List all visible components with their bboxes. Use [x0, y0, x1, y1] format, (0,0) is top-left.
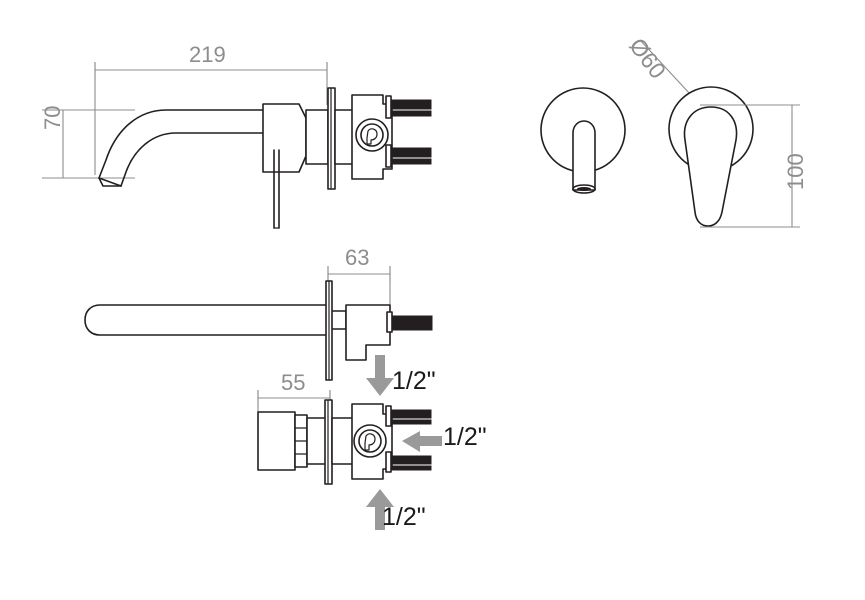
connection-label-right: 1/2" — [443, 423, 487, 451]
dimension-100 — [700, 104, 800, 228]
dimension-70 — [42, 109, 135, 179]
valve-port-block — [351, 94, 393, 180]
view-spout-top — [84, 266, 433, 381]
dimension-219 — [94, 62, 328, 175]
callout-arrow-bottom — [366, 489, 394, 530]
view-side-elevation — [42, 62, 432, 229]
callout-arrow-right — [402, 431, 442, 452]
dimension-label-100: 100 — [783, 153, 808, 190]
view-front-handle — [639, 39, 800, 228]
dimension-label-55: 55 — [281, 370, 306, 395]
view-valve-detail — [257, 355, 442, 530]
connection-label-bottom: 1/2" — [382, 503, 426, 531]
dimension-label-219: 219 — [189, 42, 226, 67]
thread-connections-side — [385, 95, 432, 168]
cartridge-housing — [262, 103, 307, 229]
connection-label-top: 1/2" — [392, 367, 436, 395]
dimension-label-70: 70 — [40, 105, 65, 130]
dimension-63 — [327, 266, 391, 305]
spout-side-profile — [98, 109, 264, 187]
callout-arrow-top — [366, 355, 394, 396]
valve-spindle-body — [305, 109, 329, 165]
knurled-ring — [294, 414, 308, 468]
wall-flange-side — [327, 87, 336, 190]
view-front-escutcheon — [540, 87, 626, 194]
dimension-label-63: 63 — [345, 245, 370, 270]
